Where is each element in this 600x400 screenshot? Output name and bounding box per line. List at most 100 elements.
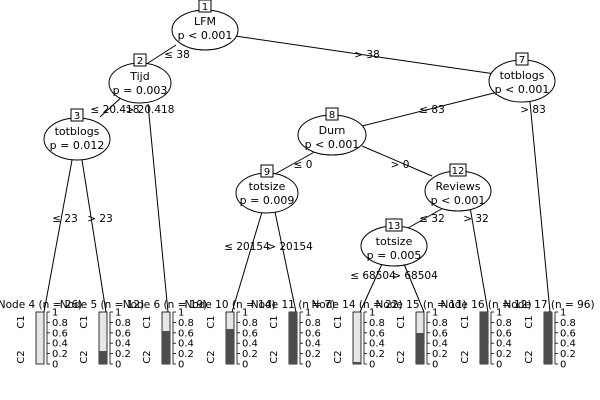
terminal-bar-plot: C1 C2 1 0.8 0.6 0.4 0.2 0: [524, 308, 576, 371]
inner-node[interactable]: 9 totsize p = 0.009: [235, 164, 299, 214]
tick-label: 1: [305, 308, 311, 319]
inner-node[interactable]: 3 totblogs p = 0.012: [43, 108, 111, 161]
inner-node[interactable]: 1 LFM p < 0.001: [171, 0, 239, 51]
bar-c1: [35, 311, 45, 365]
edge-7-17: [529, 101, 551, 313]
tick-label: 0.4: [52, 339, 68, 350]
tick-label: 0.2: [369, 349, 385, 360]
node-p-value: p < 0.001: [431, 194, 486, 207]
node-id: 9: [264, 167, 270, 178]
terminal-bar-plot: C1 C2 1 0.8 0.6 0.4 0.2 0: [16, 308, 68, 371]
inner-node[interactable]: 8 Durn p < 0.001: [297, 107, 367, 156]
class-label-c1: C1: [269, 315, 280, 328]
terminal-title: Node 6 (n = 19): [123, 299, 207, 311]
class-label-c2: C2: [206, 350, 217, 363]
class-label-c2: C2: [460, 350, 471, 363]
tick-label: 0: [115, 360, 121, 371]
tick-label: 0.6: [52, 328, 68, 339]
edge-labels: ≤ 38 > 38 ≤ 20.418 > 20.418 ≤ 23 > 23 ≤ …: [52, 49, 546, 282]
y-axis: [172, 311, 176, 365]
tick-label: 0: [178, 360, 184, 371]
tick-label: 0.2: [496, 349, 512, 360]
tick-label: 0.6: [178, 328, 194, 339]
tick-label: 0.4: [496, 339, 512, 350]
terminal-title: Node 14 (n = 22): [311, 299, 402, 311]
bar-c2: [416, 333, 424, 364]
node-p-value: p = 0.003: [113, 84, 168, 97]
terminal-bar-plot: C1 C2 1 0.8 0.6 0.4 0.2 0: [269, 308, 321, 371]
tick-label: 0.8: [305, 318, 321, 329]
tick-label: 0.2: [242, 349, 258, 360]
node-id: 12: [452, 166, 465, 177]
inner-node[interactable]: 13 totsize p = 0.005: [360, 218, 428, 267]
edge-7-8: [361, 91, 499, 127]
class-label-c1: C1: [206, 315, 217, 328]
node-id: 8: [329, 110, 335, 121]
tick-label: 0: [432, 360, 438, 371]
node-p-value: p = 0.012: [50, 139, 105, 152]
edge-8-9: [274, 149, 319, 175]
edge-label: > 23: [87, 213, 113, 225]
tick-label: 0.4: [369, 339, 385, 350]
terminal-bar-plot: C1 C2 1 0.8 0.6 0.4 0.2 0: [460, 308, 512, 371]
inner-node[interactable]: 12 Reviews p < 0.001: [424, 163, 492, 212]
class-label-c1: C1: [460, 315, 471, 328]
class-label-c2: C2: [79, 350, 90, 363]
node-variable: totblogs: [55, 125, 100, 138]
class-label-c1: C1: [16, 315, 27, 328]
edge-label: > 38: [354, 49, 380, 61]
edge-1-2: [144, 44, 177, 66]
terminal-title: Node 10 (n = 14): [184, 299, 275, 311]
edge-12-16: [469, 206, 489, 313]
tick-label: 0.2: [178, 349, 194, 360]
class-label-c1: C1: [396, 315, 407, 328]
y-axis: [299, 311, 303, 365]
edge-2-6: [147, 103, 169, 313]
node-variable: Tijd: [129, 70, 149, 83]
tick-label: 0: [242, 360, 248, 371]
y-axis: [554, 311, 558, 365]
tick-label: 0: [305, 360, 311, 371]
terminal-title: Node 16 (n = 12): [440, 299, 531, 311]
tick-label: 1: [496, 308, 502, 319]
tick-label: 0.8: [178, 318, 194, 329]
edge-label: > 32: [463, 213, 489, 225]
tick-label: 0.6: [242, 328, 258, 339]
tick-label: 0.8: [115, 318, 131, 329]
edge-13-14: [359, 263, 383, 313]
tick-label: 0.6: [305, 328, 321, 339]
y-axis: [426, 311, 430, 365]
tree-edges: [43, 35, 551, 313]
inner-node[interactable]: 2 Tijd p = 0.003: [108, 53, 172, 104]
terminal-title: Node 11 (n = 7): [251, 299, 335, 311]
node-p-value: p < 0.001: [495, 83, 550, 96]
tick-label: 0.4: [115, 339, 131, 350]
terminal-title: Node 15 (n = 11): [375, 299, 466, 311]
tick-label: 0.6: [560, 328, 576, 339]
bar-c2: [226, 329, 234, 364]
terminal-bar-plot: C1 C2 1 0.8 0.6 0.4 0.2 0: [206, 308, 258, 371]
node-p-value: p = 0.009: [240, 194, 295, 207]
node-p-value: p = 0.005: [367, 249, 422, 262]
inner-node[interactable]: 7 totblogs p < 0.001: [488, 52, 556, 103]
terminal-title: Node 17 (n = 96): [503, 299, 594, 311]
tick-label: 0.8: [242, 318, 258, 329]
edge-label: > 68504: [392, 270, 438, 282]
tick-label: 0.2: [115, 349, 131, 360]
tick-label: 1: [560, 308, 566, 319]
bar-c1: [352, 311, 362, 365]
class-label-c1: C1: [79, 315, 90, 328]
class-label-c2: C2: [396, 350, 407, 363]
terminal-bar-plot: C1 C2 1 0.8 0.6 0.4 0.2 0: [396, 308, 448, 371]
edge-3-4: [43, 159, 73, 313]
terminal-bar-plot: C1 C2 1 0.8 0.6 0.4 0.2 0: [79, 308, 131, 371]
edge-1-7: [234, 35, 496, 75]
y-axis: [363, 311, 367, 365]
node-p-value: p < 0.001: [178, 29, 233, 42]
tick-label: 1: [52, 308, 58, 319]
terminal-bar-plot: C1 C2 1 0.8 0.6 0.4 0.2 0: [142, 308, 194, 371]
edge-12-13: [407, 206, 446, 229]
class-label-c2: C2: [16, 350, 27, 363]
tick-label: 0: [496, 360, 502, 371]
